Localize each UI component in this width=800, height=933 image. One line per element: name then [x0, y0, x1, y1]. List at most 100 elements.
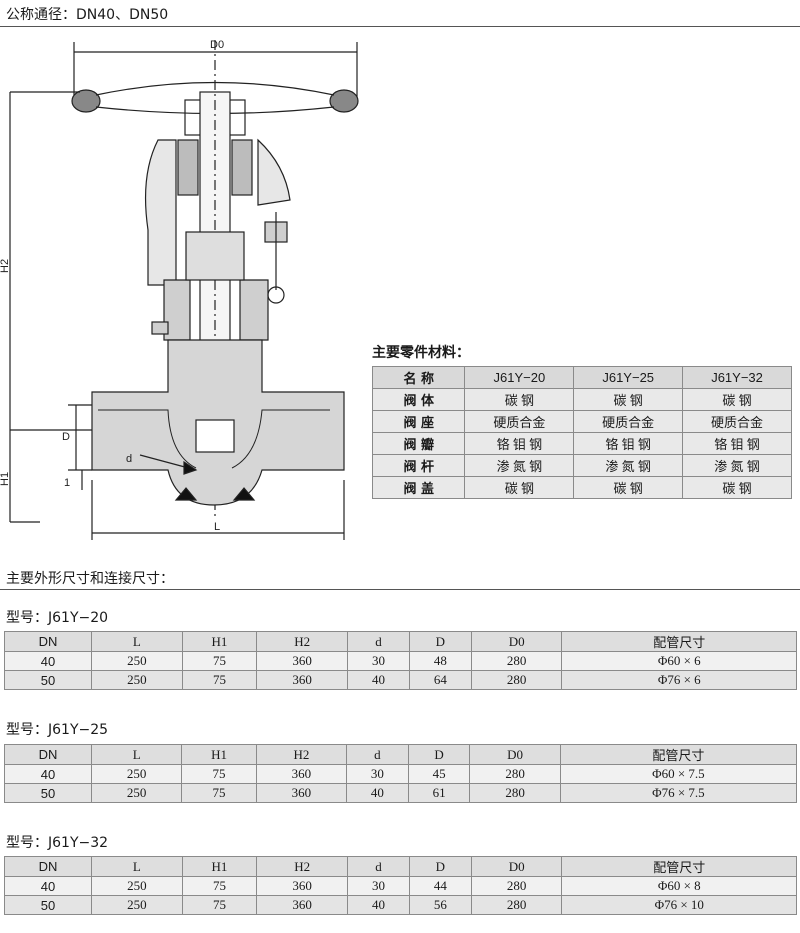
- cell-d-upper: 44: [408, 876, 472, 896]
- cell-d-lower: 40: [346, 783, 409, 803]
- material-cell: 碳 钢: [573, 388, 684, 411]
- col-h1: H1: [181, 744, 257, 765]
- col-d-lower: d: [346, 744, 409, 765]
- cell-d-lower: 30: [347, 651, 410, 671]
- cell-pipe-size: Φ76 × 7.5: [559, 783, 798, 803]
- material-cell: 渗 氮 钢: [464, 454, 575, 477]
- col-d-upper: D: [408, 631, 472, 652]
- dimensions-table-j61y-20: DN L H1 H2 d D D0 配管尺寸 40 250 75 360 30 …: [4, 631, 797, 690]
- dimensions-title: 主要外形尺寸和连接尺寸：: [6, 571, 174, 587]
- col-pipe-size: 配管尺寸: [561, 856, 797, 877]
- material-cell: 碳 钢: [464, 476, 575, 499]
- l-label: L: [214, 521, 220, 533]
- material-cell: 铬 钼 钢: [464, 432, 575, 455]
- material-cell: 硬质合金: [682, 410, 792, 433]
- table-header-row: DN L H1 H2 d D D0 配管尺寸: [4, 744, 798, 765]
- cell-h2: 360: [256, 876, 348, 896]
- col-dn: DN: [4, 631, 92, 652]
- part-name: 阀 瓣: [371, 432, 466, 455]
- col-h2: H2: [256, 631, 348, 652]
- part-name: 阀 盖: [371, 476, 466, 499]
- cell-d-lower: 40: [347, 670, 410, 690]
- cell-pipe-size: Φ60 × 7.5: [559, 764, 798, 784]
- col-d-lower: d: [347, 631, 410, 652]
- table-row: 40 250 75 360 30 45 280 Φ60 × 7.5: [4, 764, 798, 784]
- cell-h2: 360: [255, 783, 348, 803]
- table-row: 50 250 75 360 40 56 280 Φ76 × 10: [4, 895, 797, 915]
- col-pipe-size: 配管尺寸: [559, 744, 798, 765]
- cell-dn: 50: [4, 895, 92, 915]
- col-dn: DN: [4, 856, 92, 877]
- col-l: L: [91, 856, 183, 877]
- cell-h1: 75: [181, 670, 258, 690]
- cell-pipe-size: Φ76 × 10: [561, 895, 797, 915]
- table-header-row: DN L H1 H2 d D D0 配管尺寸: [4, 631, 797, 652]
- col-j61y-25: J61Y−25: [573, 366, 684, 389]
- cell-l: 250: [90, 783, 183, 803]
- col-l: L: [91, 631, 183, 652]
- cell-l: 250: [91, 876, 183, 896]
- material-cell: 碳 钢: [464, 388, 575, 411]
- dimensions-table-j61y-32: DN L H1 H2 d D D0 配管尺寸 40 250 75 360 30 …: [4, 856, 797, 915]
- cell-dn: 40: [4, 764, 92, 784]
- material-cell: 铬 钼 钢: [573, 432, 684, 455]
- d-lower-label: d: [126, 453, 132, 465]
- col-pipe-size: 配管尺寸: [561, 631, 797, 652]
- cell-d-lower: 30: [346, 764, 409, 784]
- col-h2: H2: [255, 744, 348, 765]
- materials-row-seat: 阀 座 硬质合金 硬质合金 硬质合金: [371, 410, 792, 433]
- col-d0: D0: [470, 856, 563, 877]
- material-cell: 铬 钼 钢: [682, 432, 792, 455]
- cell-l: 250: [90, 764, 183, 784]
- h1-label: H1: [0, 472, 11, 486]
- material-cell: 渗 氮 钢: [682, 454, 792, 477]
- top-divider: [0, 26, 800, 27]
- cell-d-upper: 56: [408, 895, 472, 915]
- model-title: 型号：J61Y−20: [6, 610, 109, 626]
- cell-d-upper: 61: [407, 783, 471, 803]
- cell-dn: 40: [4, 651, 92, 671]
- cell-d0: 280: [469, 783, 561, 803]
- cell-d0: 280: [469, 764, 561, 784]
- cell-dn: 50: [4, 783, 92, 803]
- materials-row-stem: 阀 杆 渗 氮 钢 渗 氮 钢 渗 氮 钢: [371, 454, 792, 477]
- cell-h2: 360: [256, 670, 348, 690]
- col-h1: H1: [181, 631, 258, 652]
- table-row: 40 250 75 360 30 48 280 Φ60 × 6: [4, 651, 797, 671]
- material-cell: 硬质合金: [573, 410, 684, 433]
- cell-l: 250: [91, 670, 183, 690]
- cell-dn: 40: [4, 876, 92, 896]
- material-cell: 碳 钢: [573, 476, 684, 499]
- col-j61y-32: J61Y−32: [682, 366, 792, 389]
- material-cell: 碳 钢: [682, 388, 792, 411]
- material-cell: 渗 氮 钢: [573, 454, 684, 477]
- cell-d-lower: 40: [347, 895, 410, 915]
- cell-pipe-size: Φ60 × 8: [561, 876, 797, 896]
- part-name: 阀 体: [371, 388, 466, 411]
- cell-h1: 75: [181, 764, 257, 784]
- cell-dn: 50: [4, 670, 92, 690]
- part-name: 阀 座: [371, 410, 466, 433]
- cell-d-upper: 48: [408, 651, 472, 671]
- model-title: 型号：J61Y−32: [6, 835, 109, 851]
- col-d0: D0: [469, 744, 561, 765]
- one-label: 1: [64, 477, 70, 489]
- table-row: 50 250 75 360 40 64 280 Φ76 × 6: [4, 670, 797, 690]
- dimensions-table-j61y-25: DN L H1 H2 d D D0 配管尺寸 40 250 75 360 30 …: [4, 744, 798, 803]
- col-dn: DN: [4, 744, 92, 765]
- cell-d0: 280: [470, 651, 563, 671]
- cell-h2: 360: [256, 651, 348, 671]
- cell-h1: 75: [181, 876, 258, 896]
- cell-h1: 75: [181, 651, 258, 671]
- col-h2: H2: [256, 856, 348, 877]
- materials-title: 主要零件材料：: [372, 345, 470, 361]
- col-d-lower: d: [347, 856, 410, 877]
- model-title: 型号：J61Y−25: [6, 722, 109, 738]
- col-j61y-20: J61Y−20: [464, 366, 575, 389]
- cell-pipe-size: Φ60 × 6: [561, 651, 797, 671]
- col-d-upper: D: [408, 856, 472, 877]
- materials-header-row: 名 称 J61Y−20 J61Y−25 J61Y−32: [371, 366, 792, 389]
- materials-table: 名 称 J61Y−20 J61Y−25 J61Y−32 阀 体 碳 钢 碳 钢 …: [371, 366, 792, 499]
- cell-d-upper: 45: [407, 764, 471, 784]
- page-title: 公称通径：DN40、DN50: [6, 7, 169, 23]
